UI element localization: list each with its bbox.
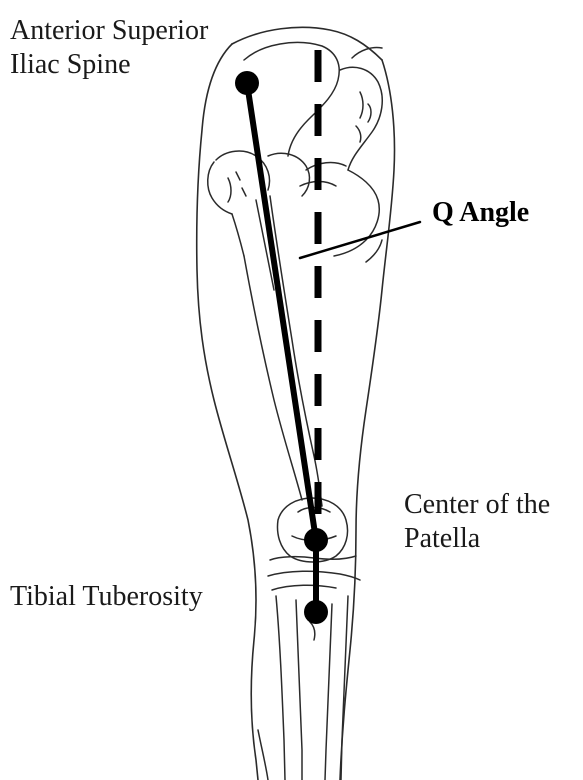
patella-label-line1: Center of the <box>404 488 550 522</box>
patella-landmark-dot <box>304 528 328 552</box>
tibial-tuberosity-label: Tibial Tuberosity <box>10 580 203 614</box>
asis-label-line1: Anterior Superior <box>10 14 208 48</box>
asis-label-line2: Iliac Spine <box>10 48 208 82</box>
asis-landmark-dot <box>235 71 259 95</box>
femur-sketch <box>244 196 322 506</box>
q-angle-label: Q Angle <box>432 196 529 230</box>
asis-label: Anterior Superior Iliac Spine <box>10 14 208 82</box>
asis-patella-line <box>247 83 316 540</box>
lower-leg-sketch <box>258 596 348 780</box>
tibial-landmark-dot <box>304 600 328 624</box>
patella-label: Center of the Patella <box>404 488 550 556</box>
pelvis-sketch <box>244 42 382 262</box>
patella-label-line2: Patella <box>404 522 550 556</box>
